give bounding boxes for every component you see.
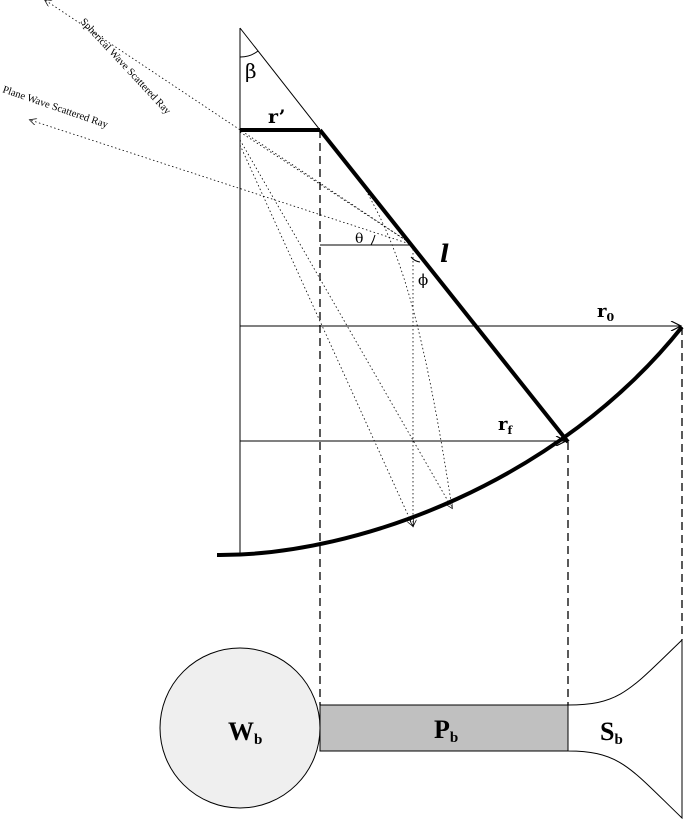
plane-wave-ray xyxy=(30,120,414,246)
cone-surface-line xyxy=(318,128,570,444)
pb-label-main: P xyxy=(434,715,450,744)
wb-label-subscript: b xyxy=(254,732,262,748)
reflected-ray-curved xyxy=(359,179,453,509)
plane-wave-ray-label: Plane Wave Scattered Ray xyxy=(1,84,110,131)
sb-flare xyxy=(567,638,683,820)
sb-label-main: S xyxy=(600,717,614,746)
phi-label: ϕ xyxy=(418,271,428,289)
cone-apex-line xyxy=(239,27,321,131)
l-label: l xyxy=(440,239,449,268)
r0-label: r0 xyxy=(597,301,614,324)
incident-ray-inner xyxy=(239,131,414,246)
rf-label-subscript: f xyxy=(507,424,513,437)
pb-label: Pb xyxy=(434,715,458,746)
r0-label-main: r xyxy=(597,301,607,322)
beta-label: β xyxy=(245,59,257,83)
incident-ray-outer xyxy=(239,139,452,508)
r0-label-subscript: 0 xyxy=(606,311,614,324)
theta-angle-arc xyxy=(370,234,376,246)
rf-label: rf xyxy=(498,414,513,437)
wb-label-main: W xyxy=(228,717,254,746)
sb-label-subscript: b xyxy=(614,732,622,748)
theta-label: θ xyxy=(355,231,363,247)
beta-angle-arc xyxy=(239,50,259,58)
incident-ray-steep xyxy=(239,144,413,526)
sb-label: Sb xyxy=(600,717,623,748)
phi-angle-arc xyxy=(410,256,421,263)
rf-label-main: r xyxy=(498,414,508,435)
bottom-curved-surface xyxy=(216,325,684,558)
spherical-wave-ray xyxy=(45,0,414,246)
wb-label: Wb xyxy=(228,717,262,748)
spherical-wave-ray-label: Spherical Wave Scattered Ray xyxy=(78,17,173,118)
dotted-ray-group xyxy=(30,0,452,526)
r-prime-label: r’ xyxy=(268,106,285,128)
pb-label-subscript: b xyxy=(450,730,458,746)
